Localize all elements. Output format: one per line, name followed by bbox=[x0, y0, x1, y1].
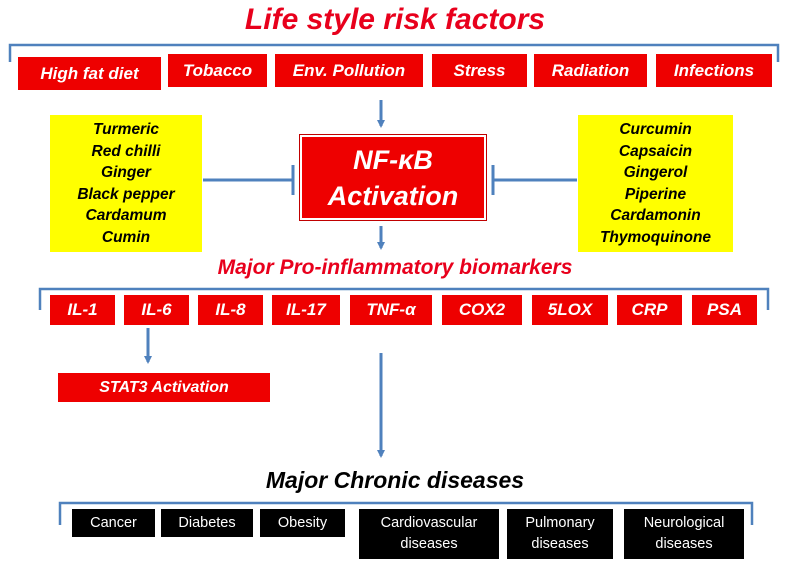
disease-label: diseases bbox=[655, 536, 713, 552]
biomarker-crp: CRP bbox=[617, 295, 682, 325]
diseases-title: Major Chronic diseases bbox=[265, 467, 525, 493]
compound-item: Cardamonin bbox=[610, 207, 701, 224]
biomarker-il-17: IL-17 bbox=[272, 295, 340, 325]
biomarker-5lox: 5LOX bbox=[532, 295, 608, 325]
disease-label: Cancer bbox=[90, 514, 137, 531]
page-title: Life style risk factors bbox=[244, 3, 546, 36]
spice-item: Red chilli bbox=[91, 142, 161, 160]
disease-diabetes: Diabetes bbox=[161, 509, 253, 537]
compound-item: Thymoquinone bbox=[599, 228, 712, 246]
risk-factor-tobacco: Tobacco bbox=[168, 54, 267, 87]
compounds-box: Curcumin Capsaicin Gingerol Piperine Car… bbox=[578, 115, 733, 252]
disease-neurological: Neurological diseases bbox=[624, 509, 744, 559]
nfkb-activation-box: NF-κB Activation bbox=[299, 134, 487, 221]
disease-cardiovascular: Cardiovascular diseases bbox=[359, 509, 499, 559]
disease-label: diseases bbox=[531, 536, 589, 552]
biomarker-tnf-alpha: TNF-α bbox=[350, 295, 432, 325]
risk-factor-radiation: Radiation bbox=[534, 54, 647, 87]
spice-item: Black pepper bbox=[77, 185, 175, 203]
risk-factor-stress: Stress bbox=[432, 54, 527, 87]
disease-cancer: Cancer bbox=[72, 509, 155, 537]
stat3-activation-box: STAT3 Activation bbox=[58, 373, 270, 402]
disease-label: Neurological bbox=[643, 515, 725, 531]
disease-label: Cardiovascular bbox=[380, 515, 478, 531]
biomarker-il-8: IL-8 bbox=[198, 295, 263, 325]
risk-factor-infections: Infections bbox=[656, 54, 772, 87]
biomarkers-title: Major Pro-inflammatory biomarkers bbox=[217, 256, 573, 279]
disease-label: Pulmonary bbox=[525, 515, 595, 531]
compound-item: Gingerol bbox=[623, 164, 688, 181]
biomarker-psa: PSA bbox=[692, 295, 757, 325]
disease-label: Obesity bbox=[277, 514, 328, 531]
disease-obesity: Obesity bbox=[260, 509, 345, 537]
nfkb-activation-label: Activation bbox=[327, 180, 459, 211]
nfkb-label: NF-κB bbox=[353, 144, 433, 175]
biomarker-il-6: IL-6 bbox=[124, 295, 189, 325]
disease-label: diseases bbox=[400, 536, 458, 552]
spice-item: Turmeric bbox=[92, 121, 160, 138]
compound-item: Piperine bbox=[624, 185, 687, 203]
compound-item: Curcumin bbox=[619, 121, 692, 138]
risk-factor-high-fat-diet: High fat diet bbox=[18, 57, 161, 90]
biomarker-cox2: COX2 bbox=[442, 295, 522, 325]
spice-item: Ginger bbox=[101, 164, 151, 181]
risk-factors-bracket bbox=[8, 43, 780, 62]
spice-item: Cardamum bbox=[85, 207, 167, 224]
disease-pulmonary: Pulmonary diseases bbox=[507, 509, 613, 559]
disease-label: Diabetes bbox=[178, 514, 236, 531]
spice-item: Cumin bbox=[101, 228, 151, 246]
biomarkers-bracket bbox=[38, 287, 770, 310]
risk-factor-env-pollution: Env. Pollution bbox=[275, 54, 423, 87]
spices-box: Turmeric Red chilli Ginger Black pepper … bbox=[50, 115, 202, 252]
diseases-bracket bbox=[58, 501, 754, 525]
compound-item: Capsaicin bbox=[618, 142, 693, 160]
biomarker-il-1: IL-1 bbox=[50, 295, 115, 325]
